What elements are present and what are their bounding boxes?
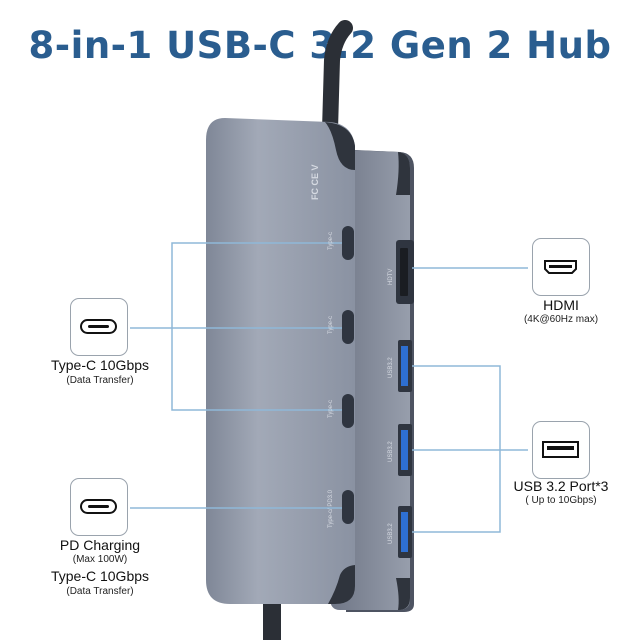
usb-c-port-icon (70, 478, 128, 536)
hub-label-typec-3: Type-c (328, 400, 334, 418)
hub-label-usb-2: USB3.2 (388, 441, 394, 462)
pd-charging-label: PD Charging (59, 537, 141, 553)
front-usbc-port-1 (342, 226, 354, 260)
side-usb-port-1 (398, 340, 412, 392)
side-usb-port-3 (398, 506, 412, 558)
hdmi-label: HDMI (543, 297, 579, 313)
callout-lines (130, 242, 528, 533)
page-title: 8-in-1 USB-C 3.2 Gen 2 Hub (28, 24, 612, 67)
hub-label-typec-pd: Type-c/ PD3.0 (328, 489, 334, 528)
top-cable (322, 20, 353, 138)
usb32-sub: ( Up to 10Gbps) (525, 495, 597, 506)
usb-a-port-icon (532, 421, 590, 479)
usb-c-port-icon (70, 298, 128, 356)
front-usbc-port-2 (342, 310, 354, 344)
front-usbc-port-4 (342, 490, 354, 524)
pd-typec-label: Type-C 10Gbps (50, 568, 150, 584)
pd-typec-sub: (Data Transfer) (66, 586, 134, 597)
hdmi-port-icon (532, 238, 590, 296)
hub-front-body (206, 118, 355, 604)
side-hdmi-port (396, 240, 414, 304)
hub-label-usb-3: USB3.2 (388, 523, 394, 544)
hub-cert-marks: FC CE V (310, 164, 320, 200)
typec-data-sub: (Data Transfer) (66, 375, 134, 386)
usb32-label: USB 3.2 Port*3 (513, 478, 609, 494)
hub-label-hdtv: HDTV (388, 269, 394, 285)
front-usbc-port-3 (342, 394, 354, 428)
hub-label-typec-1: Type-c (328, 232, 334, 250)
pd-charging-sub: (Max 100W) (72, 554, 128, 565)
typec-data-label: Type-C 10Gbps (50, 357, 150, 373)
hub-label-typec-2: Type-c (328, 316, 334, 334)
side-usb-port-2 (398, 424, 412, 476)
hdmi-sub: (4K@60Hz max) (523, 314, 599, 325)
hub-label-usb-1: USB3.2 (388, 357, 394, 378)
